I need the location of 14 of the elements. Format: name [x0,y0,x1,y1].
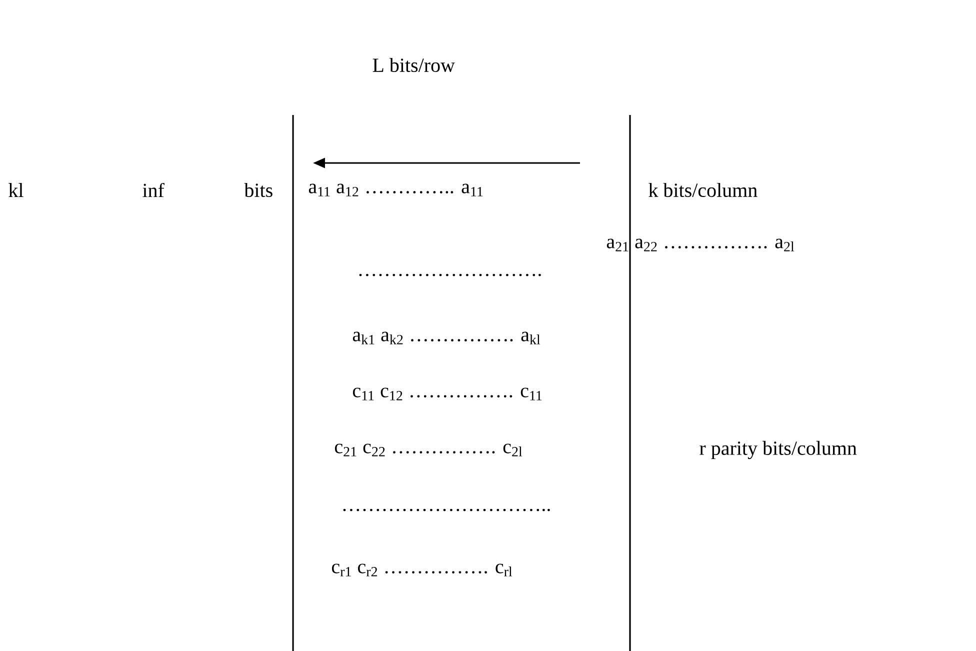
label: c$_{11}$ c$_{12}$ ……………. c$_{11}$ [352,388,542,400]
label: k bits/column [648,182,758,198]
label: r parity bits/column [700,440,857,460]
label: bits [244,182,272,198]
label: ………………………. [359,274,541,276]
label: ………………………….. [343,508,550,512]
label: c$_{21}$ c$_{22}$ ……………. c$_{2l}$ [334,444,522,456]
label: kl [8,183,24,197]
label: inf [142,182,164,198]
label: c$_{r1}$ c$_{r2}$ ……………. c$_{rl}$ [332,564,512,576]
label: L bits/row [372,58,455,72]
label: a$_{11}$ a$_{12}$ ………….. a$_{11}$ [308,184,483,196]
label: a$_{21}$ a$_{22}$ ……………. a$_{2l}$ [606,238,794,252]
label: a$_{k1}$ a$_{k2}$ ……………. a$_{kl}$ [352,332,540,344]
